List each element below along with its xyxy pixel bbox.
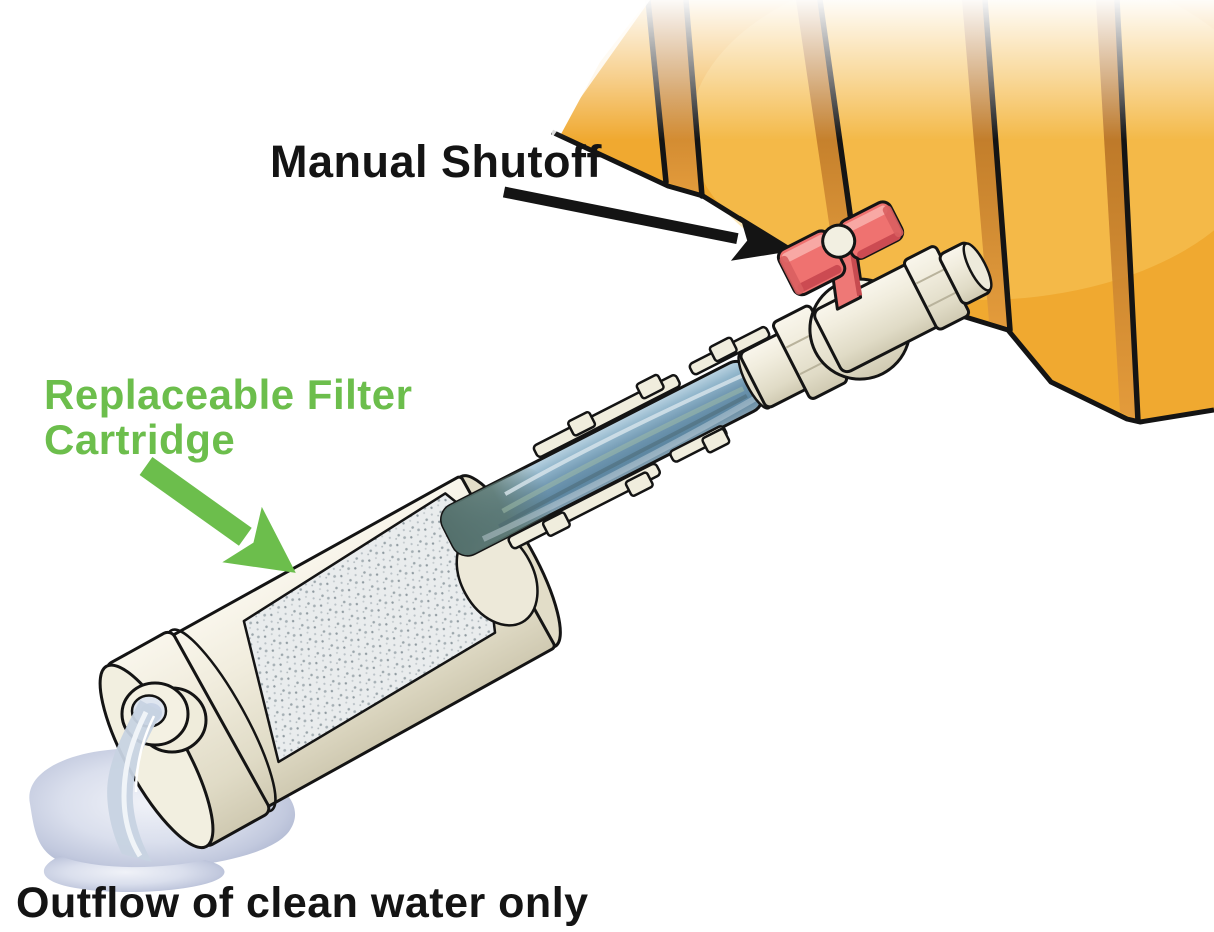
supply-tube: [440, 359, 764, 557]
handle-right-wing: [838, 200, 905, 261]
tube-shadow-end: [441, 468, 554, 556]
water-stream: [107, 700, 162, 862]
replaceable-filter-label: Replaceable Filter Cartridge: [44, 372, 412, 462]
manual-shutoff-label: Manual Shutoff: [270, 136, 602, 187]
manual-shutoff-arrow: [502, 186, 797, 261]
wall-connector: [938, 241, 993, 305]
replaceable-filter-arrow: [139, 457, 296, 573]
replaceable-filter-label-line1: Replaceable Filter: [44, 371, 413, 418]
valve-handle: [776, 200, 905, 311]
handle-pivot-dome: [821, 223, 857, 259]
tube-clips: [541, 336, 738, 537]
shutoff-valve-assembly: [440, 200, 993, 557]
outflow-caption: Outflow of clean water only: [16, 879, 589, 927]
shutoff-valve-body: [808, 263, 941, 381]
replaceable-filter-label-line2: Cartridge: [44, 416, 236, 463]
